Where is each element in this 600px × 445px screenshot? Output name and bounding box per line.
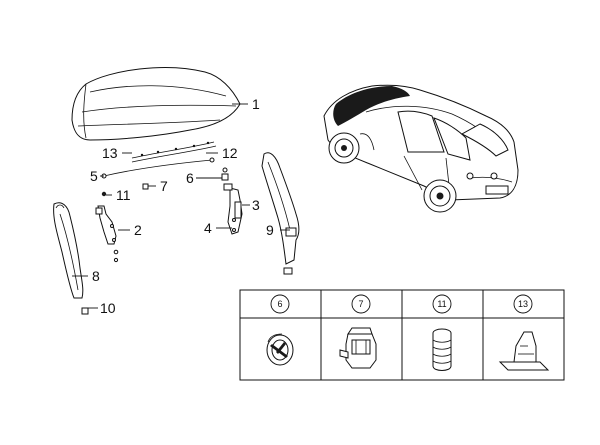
detail-part-7-clip <box>339 327 377 369</box>
detail-header-6-label: 6 <box>277 299 282 309</box>
callout-2: 2 <box>134 222 142 238</box>
leader-lines <box>72 103 290 309</box>
callout-4: 4 <box>204 220 212 236</box>
detail-table: 6 7 11 13 <box>239 289 565 381</box>
detail-header-13: 13 <box>513 294 533 314</box>
release-cable <box>101 157 215 179</box>
vehicle-illustration <box>323 84 519 213</box>
hood-seal <box>131 141 217 163</box>
clip-6 <box>221 167 229 181</box>
callout-3: 3 <box>252 197 260 213</box>
fender-clip-right <box>283 267 293 275</box>
callouts: 1 13 12 5 6 7 11 2 3 4 9 8 10 <box>90 96 274 316</box>
detail-header-6: 6 <box>270 294 290 314</box>
detail-header-11: 11 <box>432 294 452 314</box>
detail-part-11-bumper <box>432 328 452 371</box>
callout-10: 10 <box>100 300 116 316</box>
clip-7 <box>142 183 149 190</box>
callout-1: 1 <box>252 96 260 112</box>
hinge-left <box>95 205 119 263</box>
fender-right <box>261 152 300 265</box>
hinge-right <box>223 183 243 235</box>
callout-11: 11 <box>116 187 131 203</box>
detail-header-7: 7 <box>351 294 371 314</box>
detail-part-13-cable-clip <box>498 331 550 371</box>
callout-7: 7 <box>160 178 168 194</box>
detail-part-6-grommet <box>266 333 294 366</box>
callout-6: 6 <box>186 170 194 186</box>
callout-13: 13 <box>102 145 118 161</box>
hood-panel <box>71 67 241 141</box>
detail-header-11-label: 11 <box>437 299 446 309</box>
callout-9: 9 <box>266 222 274 238</box>
callout-12: 12 <box>222 145 238 161</box>
fender-left <box>53 202 84 299</box>
detail-header-13-label: 13 <box>518 299 528 309</box>
fender-clip-10 <box>81 307 89 315</box>
detail-header-7-label: 7 <box>358 299 363 309</box>
callout-5: 5 <box>90 168 98 184</box>
clip-11 <box>101 191 107 197</box>
callout-8: 8 <box>92 268 100 284</box>
